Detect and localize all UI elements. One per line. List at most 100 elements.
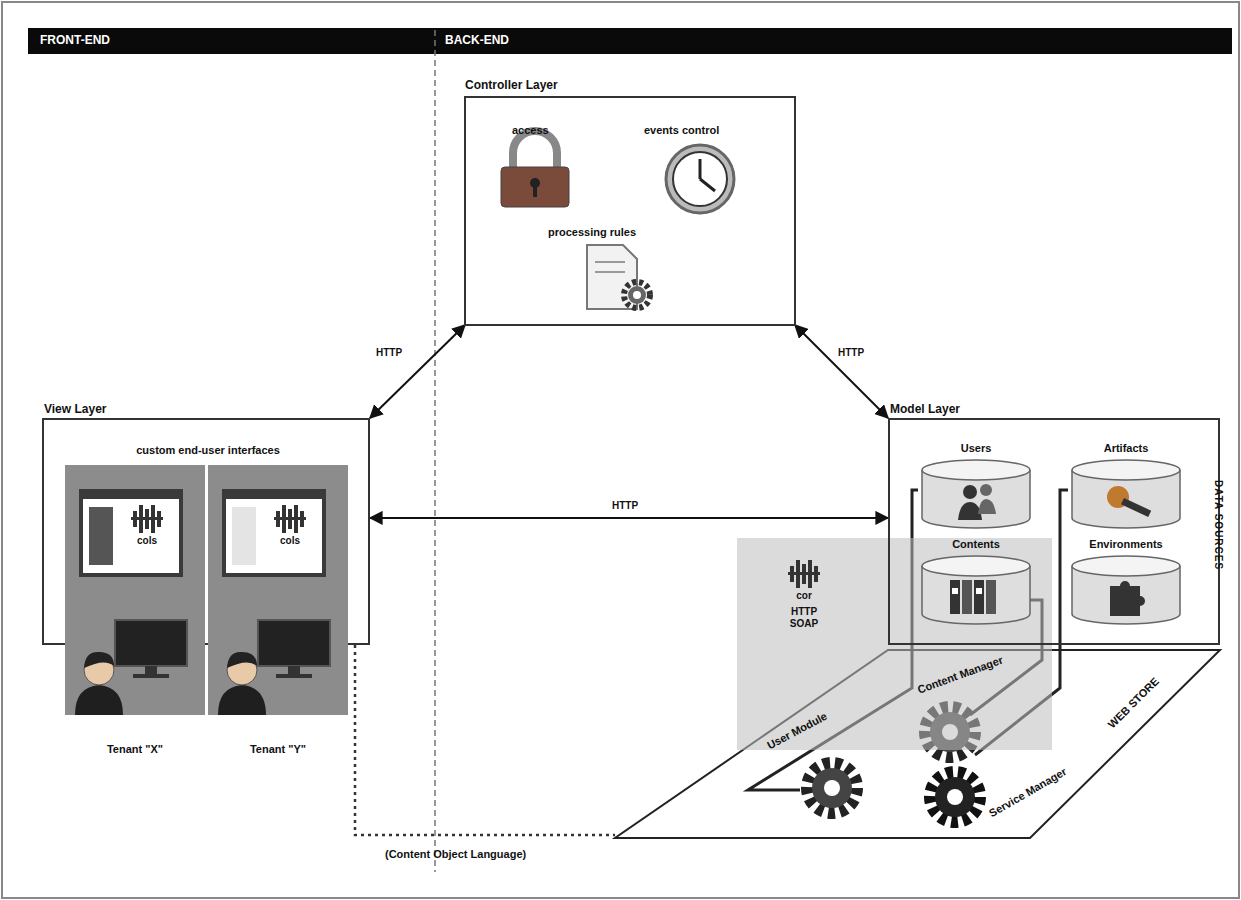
drawing-part [274, 505, 306, 533]
tenant-panel-shape [65, 465, 205, 715]
monitor-base [276, 674, 312, 678]
drawing-part [700, 179, 715, 191]
drawing-part [962, 580, 972, 614]
node-title: Users [920, 442, 1032, 455]
drawing-part [513, 131, 557, 169]
dotted-link [355, 645, 615, 835]
drawing-part [673, 152, 727, 206]
node-title: Environments [1070, 538, 1182, 551]
node-text: DATA SOURCES [1212, 480, 1224, 570]
cylinder [1072, 460, 1180, 528]
drawing-part [1072, 556, 1180, 576]
drawing-part [131, 517, 163, 520]
gear-hole [947, 789, 963, 805]
data-cylinder: Users [920, 442, 1032, 532]
window-frame [79, 489, 183, 577]
node-text: Tenant "X" [65, 743, 205, 756]
drawing-part [628, 286, 646, 304]
gear-body [812, 768, 852, 808]
monitor [258, 620, 330, 666]
connector-label: HTTP [610, 500, 640, 512]
node-title: cols [272, 535, 308, 547]
drawing-part [980, 484, 992, 496]
drawing-part [978, 499, 996, 514]
data-cylinder: Environments [1070, 538, 1182, 628]
drawing-part [501, 167, 569, 207]
drawing-part [950, 580, 960, 614]
section-header: FRONT-END [40, 34, 110, 48]
tenant-panel-shape [208, 465, 348, 715]
monitor-base [133, 674, 169, 678]
monitor-stand [288, 666, 300, 674]
node-title: View Layer [44, 403, 106, 417]
drawing-part [131, 505, 163, 533]
drawing-part [1072, 460, 1180, 480]
component-label: processing rules [548, 226, 636, 239]
drawing-part [974, 580, 984, 614]
node-title: Contents [920, 538, 1032, 551]
environments-icon [1110, 581, 1145, 616]
drawing-part [533, 185, 537, 197]
clock-icon [666, 145, 734, 213]
drawing-part [595, 271, 625, 273]
data-cylinder: Artifacts [1070, 442, 1182, 532]
node-title: Artifacts [1070, 442, 1182, 455]
gear [930, 772, 980, 822]
drawing-part [633, 291, 641, 299]
gear-body [935, 777, 975, 817]
drawing-part [666, 145, 734, 213]
component-label: access [512, 124, 549, 137]
cylinder [922, 460, 1030, 528]
data-cylinder: Contents [920, 538, 1032, 628]
connector-label: HTTP [374, 347, 404, 359]
gear-teeth [930, 772, 980, 822]
monitor-stand [145, 666, 157, 674]
tenant-panel [65, 465, 205, 715]
controller-box [465, 97, 795, 325]
drawing-part [274, 517, 306, 520]
drawing-part [976, 588, 982, 594]
rules-icon [587, 245, 650, 309]
drawing-part [963, 485, 977, 499]
divider-line [434, 30, 436, 872]
tenant-panel [208, 465, 348, 715]
data-cylinder-shape [1070, 538, 1182, 628]
person-icon [75, 652, 123, 715]
cols-icon [131, 505, 163, 533]
data-cylinder-shape [920, 442, 1032, 532]
drawing-part [952, 588, 958, 594]
caption-label: (Content Object Language) [385, 848, 526, 861]
window-content [232, 507, 256, 565]
data-cylinder-shape [1070, 442, 1182, 532]
drawing-part [75, 685, 123, 715]
gear-hole [824, 780, 840, 796]
node-title: cols [129, 535, 165, 547]
drawing-part [958, 502, 982, 520]
node-title: Model Layer [890, 403, 960, 417]
lock-icon [501, 131, 569, 207]
data-cylinder-shape [920, 538, 1032, 628]
tenant-panel: colsTenant "X" [65, 465, 205, 715]
artifacts-icon [1107, 486, 1151, 517]
connector-label: HTTP [836, 347, 866, 359]
cylinder [1072, 556, 1180, 624]
drawing-part [699, 159, 702, 179]
gear-teeth [807, 763, 857, 813]
drawing-part [922, 460, 1030, 480]
drawing-part [1110, 581, 1145, 616]
http-connector [370, 517, 888, 519]
contents-icon [950, 580, 996, 614]
http-connector [795, 325, 888, 418]
window-pane [83, 499, 179, 573]
users-icon [958, 484, 996, 520]
drawing-part [788, 560, 820, 588]
drawing-part [218, 685, 266, 715]
tenant-panel: colsTenant "Y" [208, 465, 348, 715]
node-text: HTTP SOAP [781, 606, 827, 629]
http-connector [370, 325, 465, 418]
node-title: cor [781, 590, 827, 602]
window-pane [226, 499, 322, 573]
component-label: events control [644, 124, 719, 137]
window-content [89, 507, 113, 565]
